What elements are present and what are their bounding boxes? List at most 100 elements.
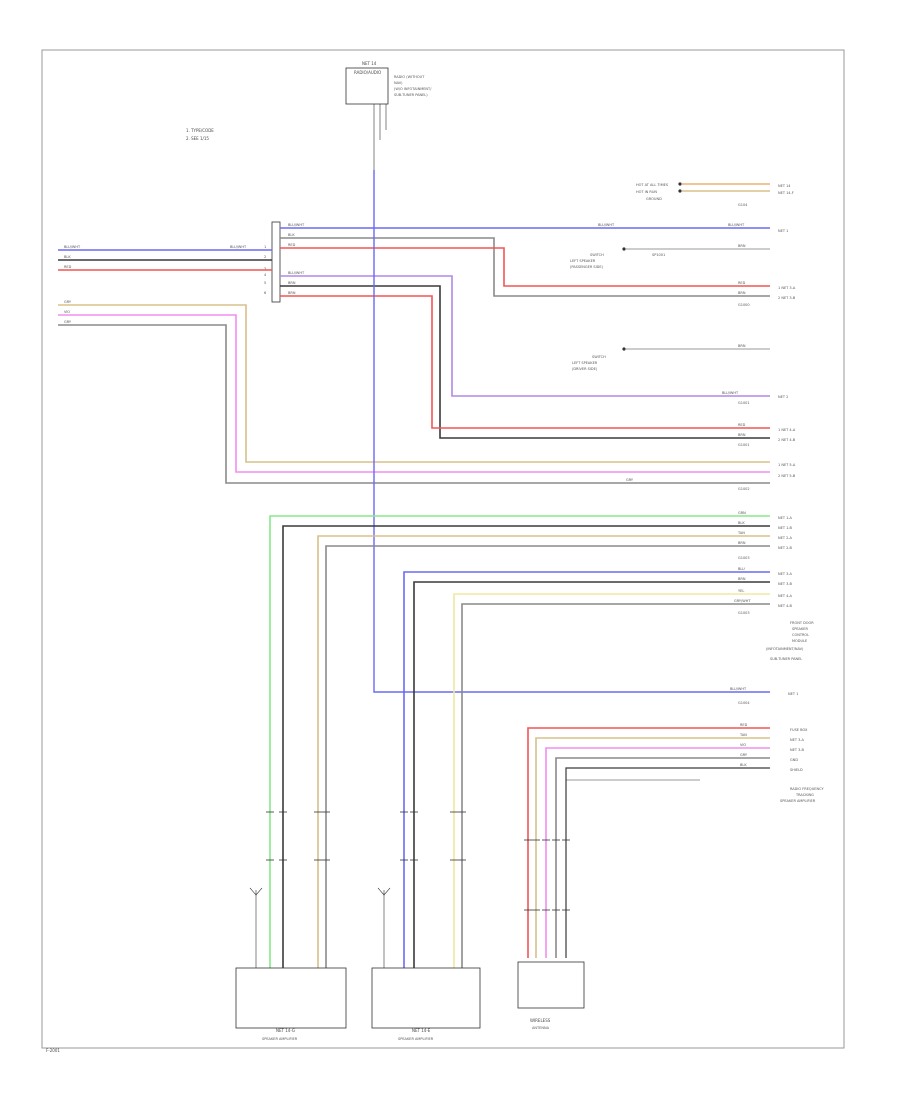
wire-label: GRY xyxy=(64,300,72,304)
ant-note: RADIO FREQUENCY xyxy=(790,787,824,791)
bottom-module-3: WIRELESS ANTENNA xyxy=(517,961,585,1030)
bottom-module-1: NET 14-G SPEAKER AMPLIFIER xyxy=(235,887,347,1041)
wire-label: RED xyxy=(740,723,748,727)
wire-label: BLU/WHT xyxy=(598,223,615,227)
connector-pin: 1 xyxy=(264,245,266,249)
switch-label: (DRIVER SIDE) xyxy=(572,367,598,371)
legend: 1. TYPE/CODE 2. SEE 1/15 xyxy=(186,128,214,141)
header-module-box xyxy=(345,67,389,105)
block-code: NET 4-A xyxy=(778,594,792,598)
ground-label: G1004 xyxy=(738,701,750,705)
header-module-subtitle: RADIO/AUDIO xyxy=(354,70,381,75)
wire-label: BRN xyxy=(738,244,746,248)
module-name: WIRELESS xyxy=(530,1018,551,1023)
wire-label: RED xyxy=(738,423,746,427)
amp-note: SUB-TUNER PANEL xyxy=(770,657,802,661)
block-code: NET 4-B xyxy=(778,604,792,608)
amp-note: FRONT DOOR xyxy=(790,621,814,625)
block-code: NET 3-A xyxy=(790,738,804,742)
splice-label: SP1001 xyxy=(652,253,665,257)
ground-label: G1001 xyxy=(738,443,750,447)
connector-pin: 4 xyxy=(264,273,267,277)
block-code: NET 1 xyxy=(788,692,798,696)
wire-label: TAN xyxy=(737,531,745,535)
header-note-line: NAV) xyxy=(394,81,403,85)
module-sub: SPEAKER AMPLIFIER xyxy=(398,1037,434,1041)
wire-label: RED xyxy=(288,243,296,247)
wire-label: BRN xyxy=(738,344,746,348)
amp-wiring: GRN BLK TAN BRN BLU BRN YEL GRY/WHT NET … xyxy=(269,511,814,970)
bottom-module-2: NET 14-E SPEAKER AMPLIFIER xyxy=(371,887,481,1041)
block-code: 2 NET 3-B xyxy=(778,296,796,300)
upper-right-wiring: BLU/WHT BLK RED BLU/WHT BRN BRN BLU/WHT … xyxy=(280,223,796,491)
header-module: NET 14 RADIO/AUDIO RADIO (WITHOUT NAV) (… xyxy=(345,61,432,170)
module-sub: SPEAKER AMPLIFIER xyxy=(262,1037,298,1041)
switch-label: SWITCH xyxy=(590,253,604,257)
block-code: NET 3-A xyxy=(778,572,792,576)
legend-item: 2. SEE 1/15 xyxy=(186,136,209,141)
connector-pin: 5 xyxy=(264,281,266,285)
block-code: NET 1-A xyxy=(778,516,792,520)
wire-label: VIO xyxy=(64,310,70,314)
wire-label: BLK xyxy=(64,255,71,259)
connector-pin: 3 xyxy=(264,267,266,271)
amp-note: SPEAKER xyxy=(792,627,808,631)
wire-label: GRY xyxy=(64,320,72,324)
switch-label: LEFT SPEAKER xyxy=(570,259,596,263)
wire-label: BLU/WHT xyxy=(288,271,305,275)
power-label: HOT IN RUN xyxy=(636,190,657,194)
power-label: HOT AT ALL TIMES xyxy=(636,183,669,187)
header-note-line: RADIO (WITHOUT xyxy=(394,75,425,79)
block-code: NET 2 xyxy=(778,395,788,399)
ant-note: SPEAKER AMPLIFIER xyxy=(780,799,816,803)
wire-label: BLU/WHT xyxy=(728,223,745,227)
connector-pin: 2 xyxy=(264,255,266,259)
block-code: NET 3-B xyxy=(790,748,804,752)
wire-label: GRY xyxy=(740,753,748,757)
amp-note: (INFOTAINMENT/NAV) xyxy=(766,647,804,651)
block-code: FUSE BOX xyxy=(790,728,808,732)
module-name: NET 14-G xyxy=(276,1028,295,1033)
wire-label: BLU/WHT xyxy=(230,245,247,249)
wire-label: BLU/WHT xyxy=(730,687,747,691)
header-note-line: SUB-TUNER PANEL) xyxy=(394,93,428,97)
module-sub: ANTENNA xyxy=(532,1026,550,1030)
ground-label: G1003 xyxy=(738,556,750,560)
wire-label: GRY/WHT xyxy=(734,599,751,603)
block-code: 1 NET 4-A xyxy=(778,428,796,432)
legend-item: 1. TYPE/CODE xyxy=(186,128,214,133)
amp-note: MODULE xyxy=(792,639,807,643)
block-code: 1 NET 3-A xyxy=(778,286,796,290)
block-code: GND xyxy=(790,758,798,762)
block-code: 1 NET 5-A xyxy=(778,463,796,467)
block-code: NET 3-B xyxy=(778,582,792,586)
trunk-wire xyxy=(373,170,770,693)
block-code: NET 1 xyxy=(778,229,788,233)
wire-label: GRN xyxy=(738,511,746,515)
connector-pin: 6 xyxy=(264,291,266,295)
header-note-line: (W/O INFOTAINMENT/ xyxy=(394,87,432,91)
wire-label: GRY xyxy=(626,478,634,482)
wire-label: BRN xyxy=(738,577,746,581)
power-inputs: HOT AT ALL TIMES HOT IN RUN GROUND NET 1… xyxy=(636,182,794,207)
wire-label: BLK xyxy=(288,233,295,237)
header-module-title: NET 14 xyxy=(362,61,377,66)
wire-label: BRN xyxy=(738,433,746,437)
block-code: 2 NET 5-B xyxy=(778,474,796,478)
power-code: NET 14-F xyxy=(778,191,794,195)
module-name: NET 14-E xyxy=(412,1028,431,1033)
wire-label: RED xyxy=(64,265,72,269)
ground-label: G1000 xyxy=(738,303,750,307)
block-code: SHIELD xyxy=(790,768,803,772)
wire-label: BLU xyxy=(738,567,745,571)
page-mark: F-2001 xyxy=(46,1048,60,1053)
ground-label: G1001 xyxy=(738,401,750,405)
block-code: NET 2-B xyxy=(778,546,792,550)
wire-label: BRN xyxy=(288,281,296,285)
power-code: NET 14 xyxy=(778,184,791,188)
antenna-wiring: RED TAN VIO GRY BLK FUSE BOX NET 3-A NET… xyxy=(527,723,824,958)
wire-label: BRN xyxy=(288,291,296,295)
upper-connector: 1 2 3 4 5 6 xyxy=(264,221,281,303)
wire-label: BLU/WHT xyxy=(722,391,739,395)
wire-label: TAN xyxy=(739,733,747,737)
